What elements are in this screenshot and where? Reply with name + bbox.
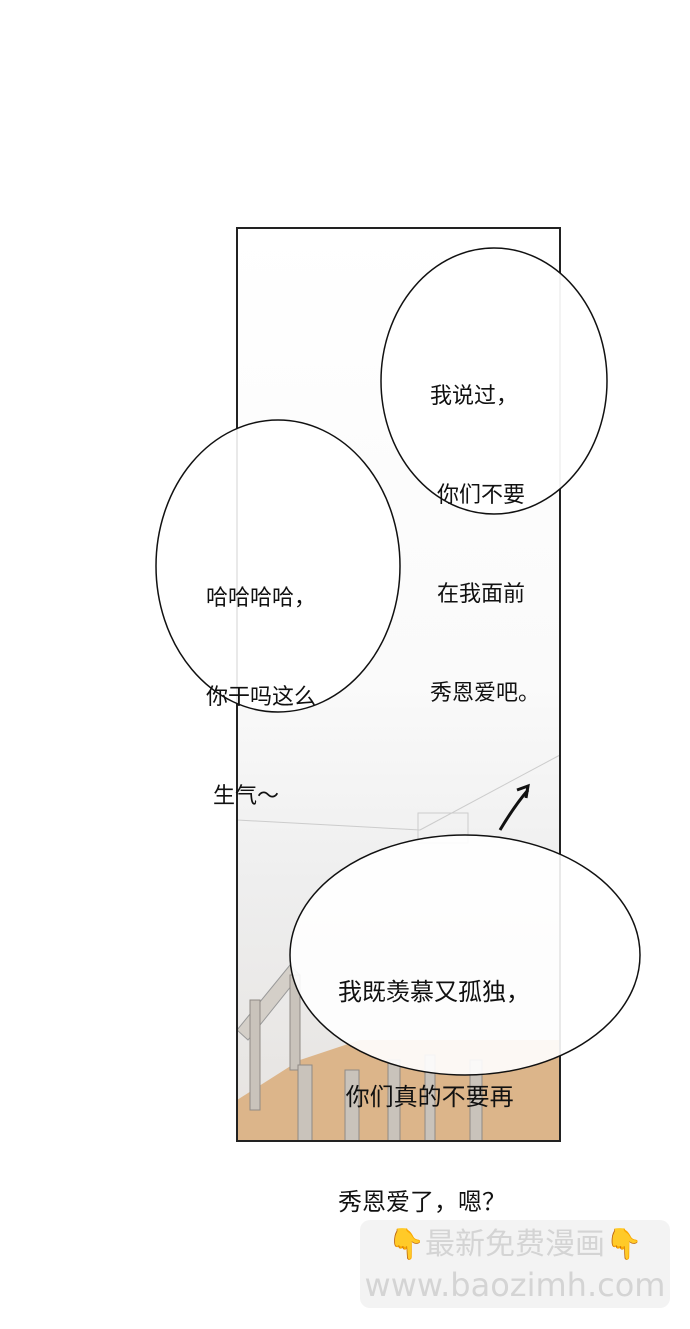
speech-bubble-3 [289, 834, 641, 1076]
text-line: 你们真的不要再 [338, 1083, 514, 1111]
text-line: 秀恩爱了，嗯？ [338, 1188, 506, 1216]
text-line: 我既羡慕又孤独， [338, 978, 530, 1006]
bubble-2-text: 哈哈哈哈， 你干吗这么 生气～ [206, 516, 316, 846]
text-line: 你们不要 [430, 483, 525, 508]
text-line: 生气～ [206, 784, 279, 809]
watermark-banner[interactable]: 👇最新免费漫画👇 www.baozimh.com [360, 1220, 670, 1308]
text-line: 秀恩爱吧。 [430, 681, 541, 706]
bubble-1-text: 我说过， 你们不要 在我面前 秀恩爱吧。 [430, 314, 540, 743]
text-line: 哈哈哈哈， [206, 586, 317, 611]
text-line: 你干吗这么 [206, 685, 317, 710]
speech-bubble-2 [155, 419, 401, 713]
speech-bubble-1 [380, 247, 608, 515]
text-line: 我说过， [430, 384, 519, 409]
watermark-title: 最新免费漫画 [425, 1227, 605, 1262]
watermark-url[interactable]: www.baozimh.com [364, 1266, 666, 1304]
text-line: 在我面前 [430, 582, 525, 607]
bubble-3-text: 我既羡慕又孤独， 你们真的不要再 秀恩爱了，嗯？ [338, 905, 530, 1255]
pointing-down-hand-icon: 👇 [387, 1227, 425, 1262]
pointing-down-hand-icon: 👇 [605, 1227, 643, 1262]
